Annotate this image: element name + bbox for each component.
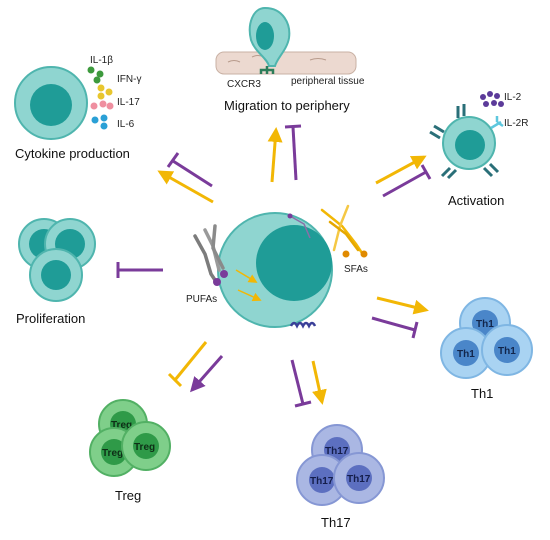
th1-title: Th1	[471, 386, 493, 401]
arrow-migration	[267, 124, 302, 183]
th17-panel: Th17 Th17 Th17 Th17	[296, 424, 385, 530]
activation-title: Activation	[448, 193, 504, 208]
cytokine-label-ifng: IFN-γ	[117, 74, 141, 85]
treg-cell-label: Treg	[111, 420, 132, 431]
sfa-lipids: SFAs	[320, 204, 368, 275]
migration-title: Migration to periphery	[224, 98, 350, 113]
yellow-arrow-migration	[267, 127, 283, 183]
treg-panel: Treg Treg Treg Treg	[89, 399, 171, 503]
purple-inhibit-th1	[371, 316, 416, 332]
cytokine-production-title: Cytokine production	[15, 146, 130, 161]
pufas-label: PUFAs	[186, 294, 217, 305]
th17-cell-label: Th17	[347, 474, 371, 485]
treg-cell-label: Treg	[102, 448, 123, 459]
purple-inhibit-migration	[291, 126, 298, 181]
central-t-cell	[217, 212, 333, 329]
arrow-th17	[290, 359, 327, 408]
activation-cell-nucleus	[455, 130, 485, 160]
il2-label: IL-2	[504, 92, 522, 103]
th1-panel: Th1 Th1 Th1 Th1	[440, 297, 533, 401]
proliferation-panel: Proliferation	[16, 218, 96, 326]
activation-panel: IL-2 IL-2R Activation	[429, 91, 528, 208]
yellow-arrow-th17	[311, 360, 327, 405]
purple-inhibit-activation	[382, 170, 427, 198]
cytokine-dots	[87, 66, 114, 130]
cytokine-label-il6: IL-6	[117, 119, 135, 130]
arrow-proliferation	[116, 262, 163, 278]
yellow-inhibit-treg	[173, 341, 208, 381]
membrane-receptor	[289, 321, 317, 329]
yellow-arrow-activation	[375, 155, 427, 185]
cytokine-label-il1b: IL-1β	[90, 55, 113, 66]
pufa-lipids: PUFAs	[186, 224, 228, 305]
migrating-cell-nucleus	[256, 22, 274, 50]
treg-title: Treg	[115, 488, 141, 503]
arrow-activation	[375, 155, 432, 198]
cxcr3-label: CXCR3	[227, 79, 261, 90]
il2-dots	[480, 91, 504, 107]
yellow-arrow-th1	[376, 296, 429, 315]
central-cell-nucleus	[256, 225, 332, 301]
purple-arrow-treg	[190, 355, 224, 393]
th17-title: Th17	[321, 515, 351, 530]
th1-cell-label: Th1	[498, 346, 516, 357]
arrow-th1	[371, 296, 429, 339]
tcr-receptors	[429, 104, 500, 180]
cytokine-production-panel: IL-1β IFN-γ IL-17 IL-6 Cytokine producti…	[14, 55, 141, 161]
il2r-label: IL-2R	[504, 118, 528, 129]
purple-inhibit-cytokine	[172, 159, 213, 188]
purple-inhibit-th17	[290, 359, 305, 405]
cxcr3-receptor	[259, 66, 275, 74]
migration-panel: CXCR3 peripheral tissue Migration to per…	[215, 6, 365, 113]
treg-cell-label: Treg	[134, 442, 155, 453]
arrow-cytokine	[157, 152, 214, 204]
th17-cell-label: Th17	[310, 476, 334, 487]
cytokine-cell-nucleus	[30, 84, 72, 126]
cytokine-label-il17: IL-17	[117, 97, 140, 108]
th1-cell-label: Th1	[476, 319, 494, 330]
il2r-receptor	[490, 116, 504, 130]
center-inner-arrows	[235, 269, 262, 302]
sfas-label: SFAs	[344, 264, 368, 275]
th17-cell-label: Th17	[325, 446, 349, 457]
peripheral-tissue-label: peripheral tissue	[291, 76, 365, 87]
yellow-arrow-cytokine	[157, 170, 214, 204]
peripheral-tissue	[215, 51, 357, 75]
th1-cell-label: Th1	[457, 349, 475, 360]
proliferation-title: Proliferation	[16, 311, 85, 326]
arrow-treg	[167, 341, 224, 393]
internal-lipid-trail	[289, 215, 311, 239]
